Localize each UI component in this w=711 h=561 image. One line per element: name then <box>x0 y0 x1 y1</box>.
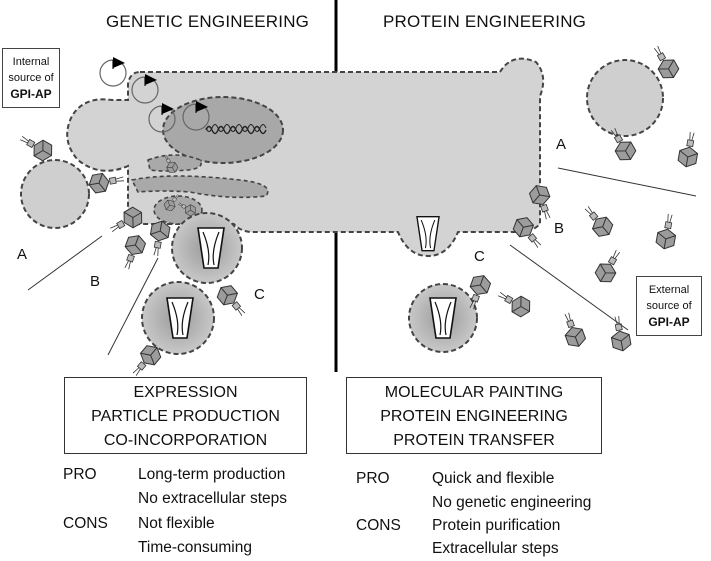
genetic-method-2: PARTICLE PRODUCTION <box>91 408 280 425</box>
internal-source-line3: GPI-AP <box>10 87 52 101</box>
right-pro-label: PRO <box>356 470 390 487</box>
protein-method-3: PROTEIN TRANSFER <box>393 432 555 449</box>
left-con-1: Not flexible <box>138 515 215 532</box>
genetic-method-3: CO-INCORPORATION <box>103 432 268 449</box>
internal-source-line2: source of <box>8 72 54 84</box>
right-con-2: Extracellular steps <box>432 540 559 557</box>
label-right-a: A <box>556 136 567 153</box>
right-pro-2: No genetic engineering <box>432 494 592 511</box>
vesicle-right-a <box>586 59 664 137</box>
label-left-c: C <box>254 286 265 303</box>
flag-circle <box>99 56 127 87</box>
right-cons-label: CONS <box>356 517 401 534</box>
cell-membrane <box>66 57 545 258</box>
header-genetic-engineering: GENETIC ENGINEERING <box>106 12 310 31</box>
label-right-b: B <box>554 220 565 237</box>
label-left-b: B <box>90 273 101 290</box>
genetic-method-1: EXPRESSION <box>133 384 238 401</box>
protein-method-1: MOLECULAR PAINTING <box>384 384 564 401</box>
external-source-line2: source of <box>646 300 692 312</box>
label-left-a: A <box>17 246 28 263</box>
header-protein-engineering: PROTEIN ENGINEERING <box>383 12 587 31</box>
left-cons-label: CONS <box>63 515 108 532</box>
right-pro-1: Quick and flexible <box>432 470 555 487</box>
protein-method-2: PROTEIN ENGINEERING <box>380 408 568 425</box>
genetic-methods-box: EXPRESSION PARTICLE PRODUCTION CO-INCORP… <box>64 377 307 454</box>
vesicle-left-a <box>20 159 90 229</box>
internal-source-line1: Internal <box>12 56 50 68</box>
external-source-line1: External <box>648 284 690 296</box>
protein-methods-box: MOLECULAR PAINTING PROTEIN ENGINEERING P… <box>346 377 602 454</box>
external-source-line3: GPI-AP <box>648 315 690 329</box>
label-right-c: C <box>474 248 485 265</box>
dna-strand <box>205 125 267 135</box>
external-source-box: External source of GPI-AP <box>636 276 702 336</box>
right-con-1: Protein purification <box>432 517 561 534</box>
left-pro-label: PRO <box>63 466 97 483</box>
left-pro-2: No extracellular steps <box>138 490 288 507</box>
left-con-2: Time-consuming <box>138 539 252 556</box>
left-pro-1: Long-term production <box>138 466 286 483</box>
internal-source-box: Internal source of GPI-AP <box>2 48 60 108</box>
